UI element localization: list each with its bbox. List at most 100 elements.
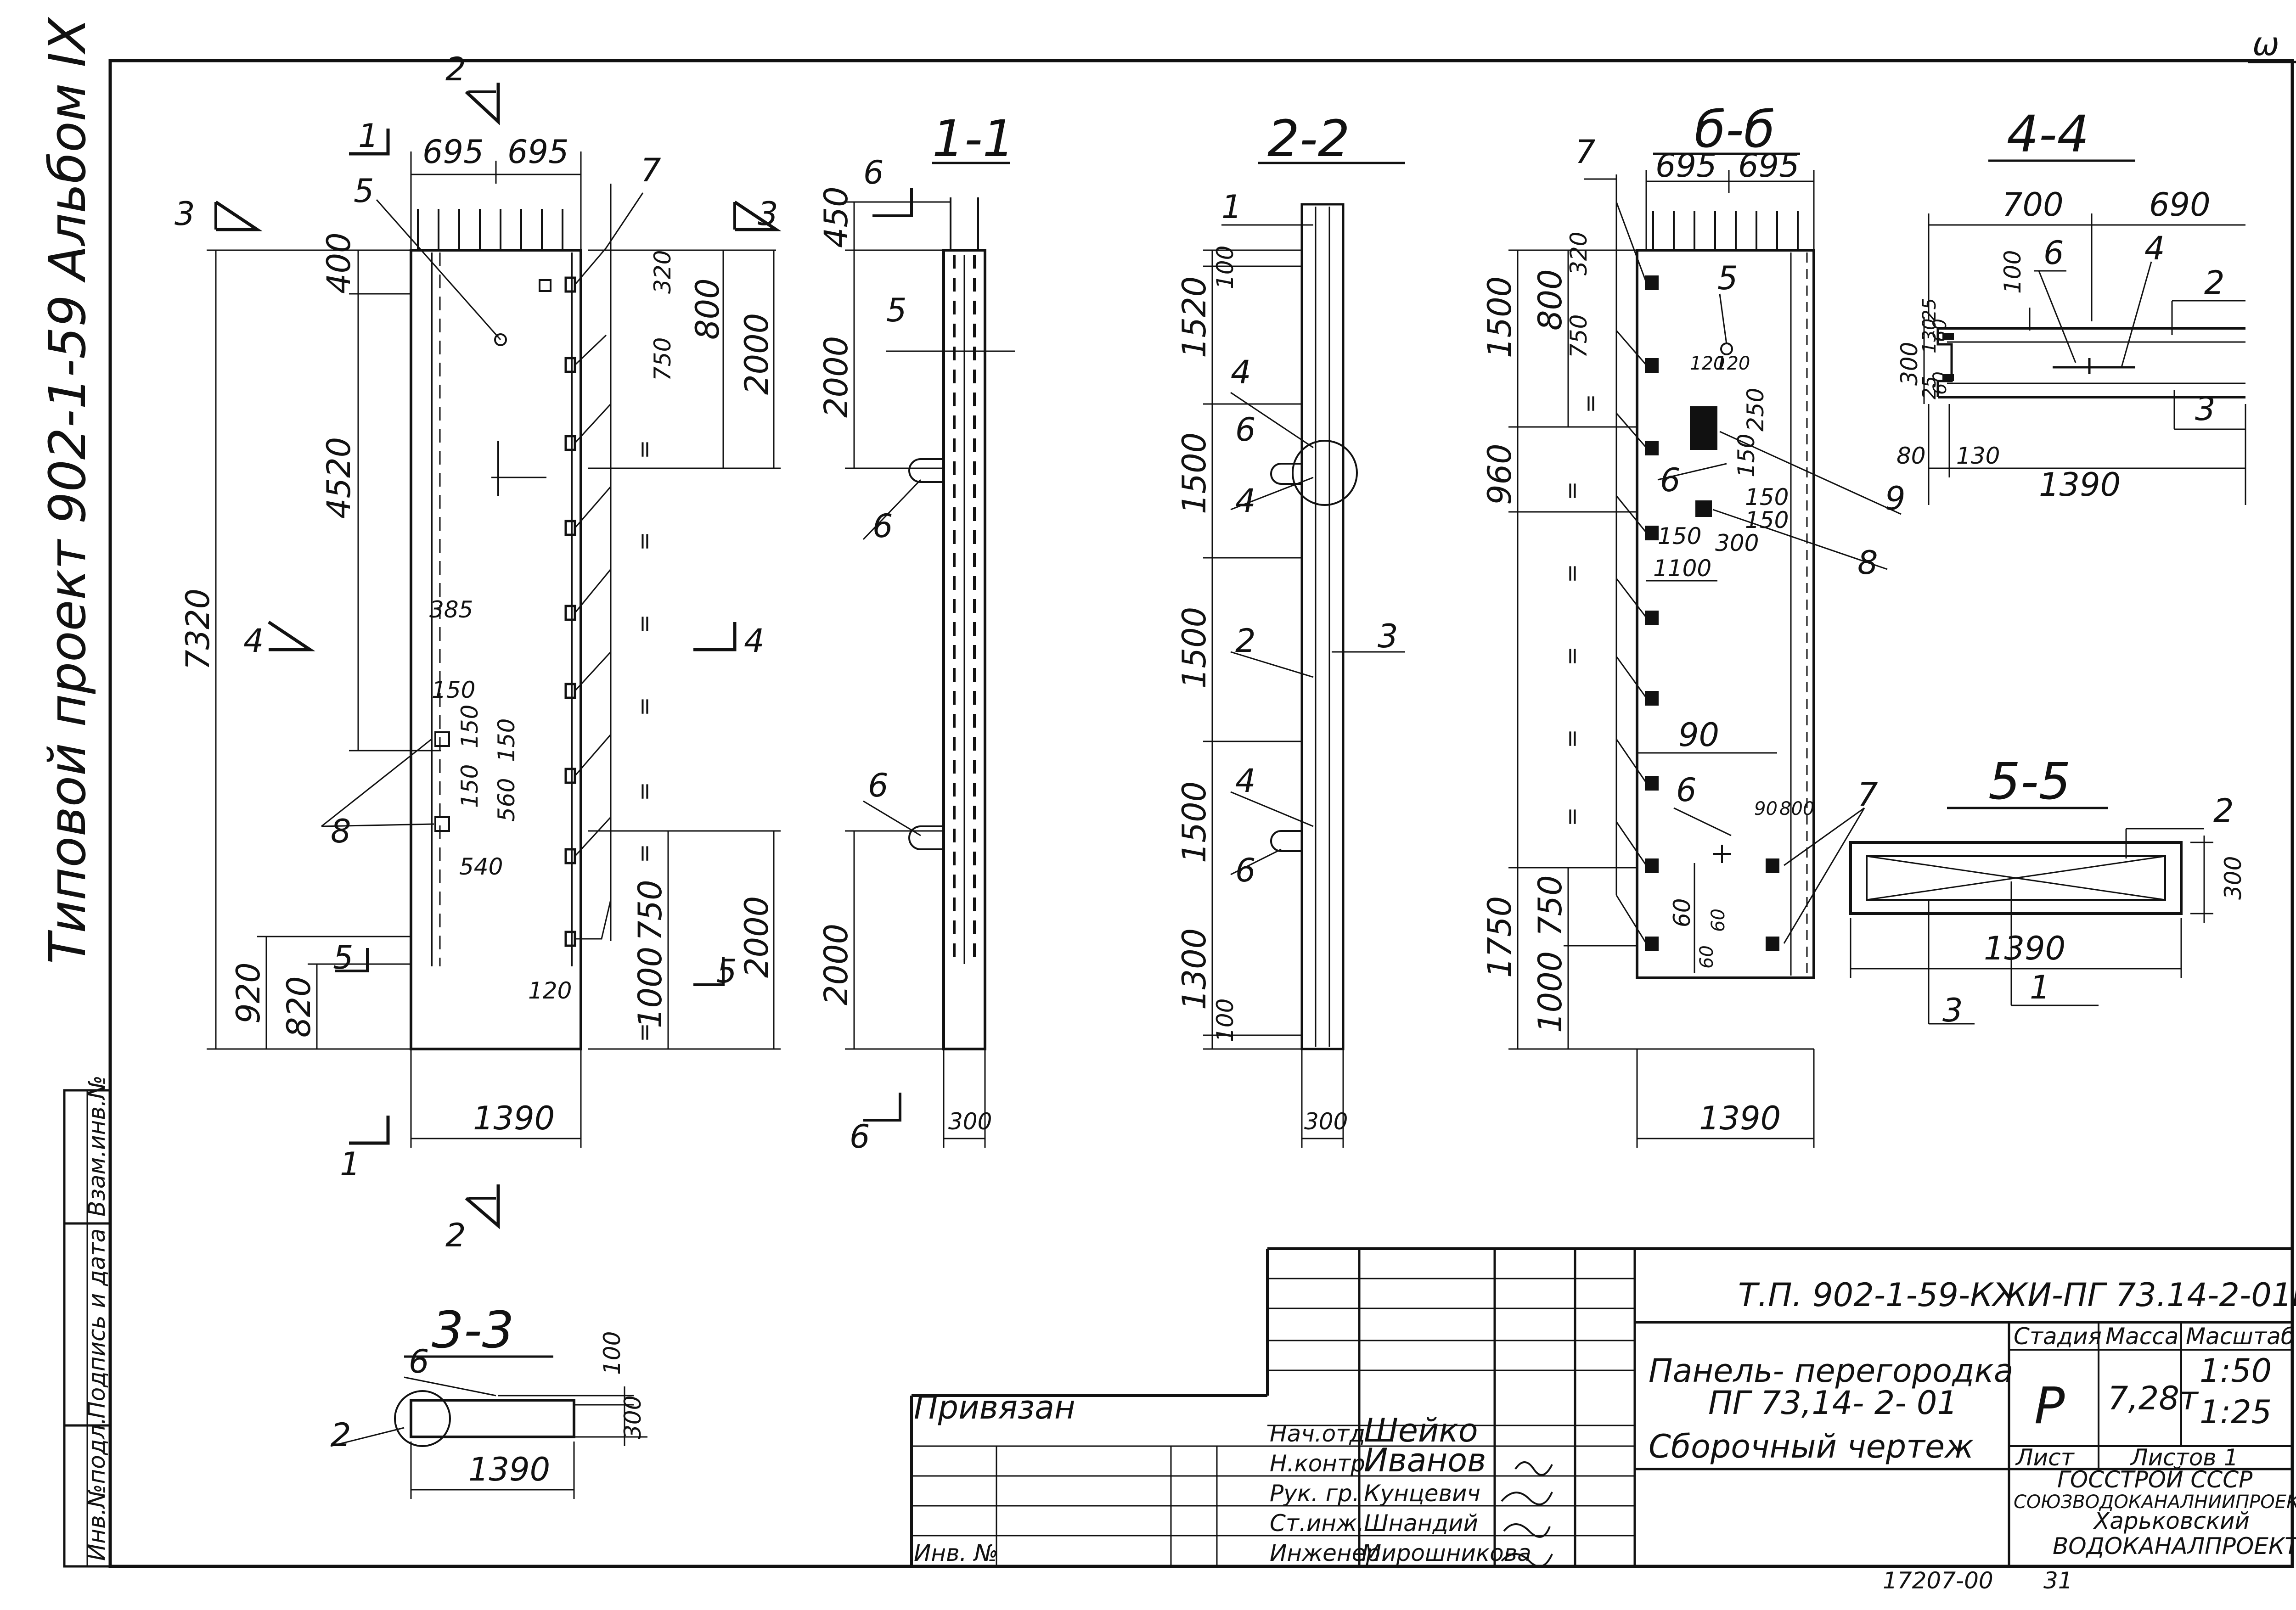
inv-no-label: Инв. № [914, 1540, 998, 1566]
section-4-4-title: 4-4 [2007, 105, 2089, 163]
svg-text:=: = [631, 1023, 658, 1042]
s44-dim-130b: 130 [1956, 443, 2000, 469]
name-miroshnikova: Мирошникова [1362, 1540, 1531, 1566]
front-cut-marks: 1 1 2 2 3 3 4 4 5 5 [174, 50, 782, 1254]
s33-dim-1390: 1390 [468, 1451, 550, 1488]
s11-cut-6b: 6 [850, 1118, 870, 1156]
s33-dim-300: 300 [619, 1396, 646, 1439]
s66-dim-800b: 60 [1669, 898, 1695, 927]
front-dim-2000a: 2000 [738, 313, 776, 395]
bottom-note: 17207-00 [1883, 1567, 1993, 1594]
org-3: Харьковский [2093, 1508, 2250, 1534]
section-3-3: 3-3 100 300 1390 6 2 [330, 1301, 647, 1499]
scale-2: 1:25 [2200, 1393, 2272, 1431]
front-dim-400: 400 [320, 232, 358, 294]
s66-dim-90a: 90 [1754, 798, 1778, 819]
front-dim-2000b: 2000 [738, 896, 776, 978]
stamp-podpis: Подпись и дата [84, 1229, 110, 1419]
s66-dim-800: 800 [1531, 269, 1569, 331]
s66-label-7a: 7 [1575, 133, 1596, 171]
s11-cut-6a: 6 [863, 154, 884, 191]
s22-label-6a: 6 [1235, 411, 1256, 449]
title-line-1: Панель- перегородка [1649, 1352, 2014, 1390]
section-1-1-title: 1-1 [932, 109, 1015, 168]
s44-label-2: 2 [2204, 264, 2225, 302]
front-dim-820: 820 [280, 976, 318, 1038]
s11-dim-2000a: 2000 [817, 336, 855, 418]
s66-dim-150c: 150 [1658, 523, 1701, 550]
s22-dim-100a: 100 [1212, 246, 1238, 289]
s55-dim-300: 300 [2220, 856, 2246, 900]
sheets-label: Листов 1 [2130, 1444, 2238, 1471]
project-label: Типовой проект 902-1-59 [38, 295, 97, 964]
svg-text:5: 5 [333, 939, 354, 976]
stamp-vzam: Взам.инв.№ [84, 1075, 110, 1217]
doc-code: Т.П. 902-1-59-КЖИ-ПГ 73.14-2-01К6 [1738, 1276, 2296, 1314]
role-inzhener: Инженер [1270, 1540, 1380, 1566]
front-dim-1000: 1000 [631, 947, 669, 1028]
front-dim-750a: 750 [649, 337, 676, 381]
s66-dim-750b: 750 [1531, 875, 1569, 937]
s44-dim-690: 690 [2149, 186, 2211, 224]
svg-text:=: = [631, 697, 658, 716]
s66-dim-90b: 800 [1779, 798, 1814, 819]
left-margin-text: Альбом IX Типовой проект 902-1-59 [38, 17, 97, 964]
s22-dim-1300: 1300 [1176, 928, 1213, 1010]
s22-dim-1520: 1520 [1176, 276, 1213, 358]
s11-dim-300: 300 [948, 1108, 992, 1135]
svg-text:=: = [1559, 807, 1585, 826]
s44-dim-100: 100 [1999, 250, 2026, 294]
s44-label-3: 3 [2195, 390, 2216, 428]
front-label-5: 5 [354, 172, 374, 210]
s66-label-7b: 7 [1857, 776, 1878, 813]
s66-dim-1000: 1000 [1531, 951, 1569, 1033]
s44-dim-130: 130 [1919, 319, 1940, 353]
s22-dim-1500b: 1500 [1176, 607, 1213, 689]
front-dim-7320: 7320 [179, 589, 217, 670]
svg-text:2: 2 [445, 50, 466, 88]
s44-dim-80: 80 [1896, 443, 1926, 469]
section-5-5-title: 5-5 [1988, 752, 2071, 811]
left-stamp: Взам.инв.№ Подпись и дата Инв.№подл. [63, 1075, 112, 1568]
title-line-3: Сборочный чертеж [1649, 1428, 1974, 1465]
s44-dim-1390: 1390 [2039, 466, 2121, 504]
s22-label-4a: 4 [1231, 353, 1251, 391]
section-3-3-title: 3-3 [432, 1301, 514, 1359]
section-5-5: 5-5 300 1390 2 1 3 [1849, 752, 2246, 1029]
svg-text:4: 4 [744, 622, 765, 660]
s55-label-3: 3 [1942, 992, 1963, 1029]
s44-dim-60a: 60 [1930, 319, 1951, 342]
s66-repeat-marks: = = = = = = [1559, 394, 1604, 826]
role-st-inzh: Ст.инж. [1270, 1510, 1364, 1537]
front-dim-150b: 150 [456, 705, 483, 748]
org-2: СОЮЗВОДОКАНАЛНИИПРОЕКТ [2014, 1492, 2296, 1513]
name-ivanov: Иванов [1364, 1442, 1486, 1479]
s66-dim-960: 960 [1481, 443, 1519, 505]
s11-label-6b: 6 [868, 767, 889, 804]
s22-dim-100b: 100 [1212, 999, 1238, 1042]
s22-label-1: 1 [1221, 188, 1242, 226]
svg-text:=: = [631, 782, 658, 801]
s66-dim-120b: 120 [1715, 353, 1750, 374]
section-6-6: б-б 695 695 [1481, 100, 1906, 1148]
s66-dim-150d: 300 [1715, 530, 1759, 556]
s66-label-6b: 6 [1676, 771, 1697, 809]
s22-dim-300: 300 [1304, 1108, 1348, 1135]
mass-value: 7,28т [2108, 1380, 2199, 1417]
svg-text:1: 1 [340, 1145, 360, 1183]
stage-label: Стадия [2014, 1323, 2102, 1350]
front-dim-150c: 150 [456, 764, 483, 808]
s66-dim-60a: 60 [1708, 909, 1729, 932]
title-block: Т.П. 902-1-59-КЖИ-ПГ 73.14-2-01К6 Привяз… [910, 1247, 2296, 1567]
org-1: ГОССТРОЙ СССР [2057, 1466, 2253, 1493]
front-dim-1390: 1390 [473, 1100, 555, 1137]
section-4-4: 4-4 700 690 300 25 130 60 60 25 100 80 1… [1896, 105, 2246, 505]
front-repeat-marks: = = = = = = = [631, 440, 658, 1042]
s22-dim-1500c: 1500 [1176, 781, 1213, 863]
s44-label-4: 4 [2144, 230, 2165, 267]
front-dim-920: 920 [230, 962, 267, 1024]
corner-mark: ω [2252, 25, 2279, 63]
s33-label-2: 2 [331, 1416, 351, 1454]
stamp-inv: Инв.№подл. [84, 1417, 110, 1561]
svg-text:5: 5 [716, 953, 737, 990]
